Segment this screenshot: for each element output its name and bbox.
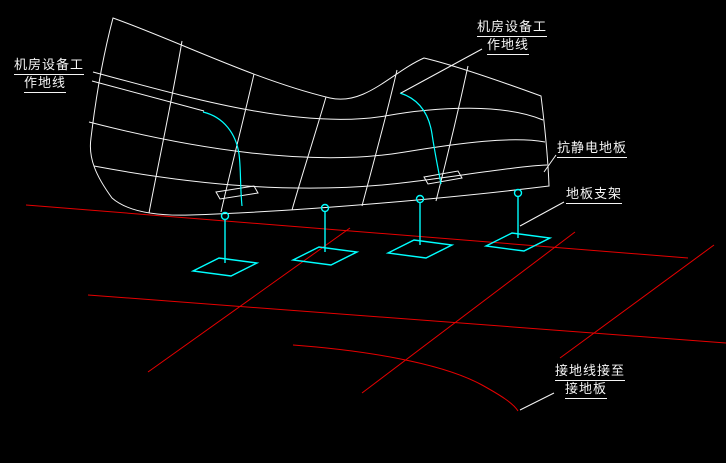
pedestal-3 xyxy=(385,194,455,259)
pedestal-base-plate xyxy=(190,257,260,277)
floor-grid-line xyxy=(148,40,183,214)
floor-grid-line xyxy=(92,71,544,121)
leader-top-ground-wire xyxy=(400,48,483,94)
ground-wire-1 xyxy=(202,111,243,207)
leader-ground-connection xyxy=(519,392,555,411)
pedestal-head xyxy=(415,194,425,204)
ground-grid-line-diagonal-1 xyxy=(147,227,351,373)
equipment-ground-wires xyxy=(202,92,442,207)
leader-left-ground-wire xyxy=(91,80,205,112)
leader-antistatic-floor xyxy=(543,154,557,173)
label-text-line: 作地线 xyxy=(487,38,530,55)
floor-cable-cutout-1 xyxy=(215,185,259,200)
floor-outline xyxy=(89,17,550,216)
ground-grid-line-horizontal-1 xyxy=(25,204,689,259)
pedestal-4 xyxy=(483,188,553,252)
floor-pedestals xyxy=(190,188,553,277)
grounding-wire-to-plate-arc xyxy=(292,344,519,412)
ground-grid xyxy=(25,204,726,412)
label-text-line: 接地板 xyxy=(565,382,608,399)
antistatic-floor-surface xyxy=(88,17,550,216)
floor-grid-line xyxy=(435,65,469,202)
label-text-line: 抗静电地板 xyxy=(557,141,628,158)
pedestal-head xyxy=(220,211,230,221)
pedestal-base-plate xyxy=(290,246,360,266)
pedestal-head xyxy=(513,188,523,198)
floor-grid-line xyxy=(220,73,255,213)
pedestal-base-plate xyxy=(483,232,553,252)
ground-grid-line-horizontal-2 xyxy=(87,294,726,344)
label-equipment-ground-wire-left: 机房设备工 作地线 xyxy=(14,57,85,93)
pedestal-1 xyxy=(190,211,260,277)
floor-grid-line xyxy=(93,164,548,189)
label-floor-support: 地板支架 xyxy=(566,186,623,204)
leader-floor-support xyxy=(519,201,565,227)
floor-grid-line xyxy=(88,121,546,159)
label-antistatic-floor: 抗静电地板 xyxy=(557,140,628,158)
pedestal-2 xyxy=(290,203,360,266)
floor-cable-cutout-2 xyxy=(423,170,463,185)
floor-grid-line xyxy=(291,96,327,211)
label-text-line: 机房设备工 xyxy=(477,20,548,37)
leader-lines xyxy=(91,48,565,411)
ground-wire-2 xyxy=(399,92,442,185)
label-text-line: 作地线 xyxy=(24,76,67,93)
pedestal-head xyxy=(320,203,330,213)
label-ground-connection: 接地线接至 接地板 xyxy=(555,363,626,399)
ground-grid-line-diagonal-2 xyxy=(361,231,576,394)
label-text-line: 地板支架 xyxy=(566,187,623,204)
pedestal-base-plate xyxy=(385,239,455,259)
floor-grid-line xyxy=(361,69,398,207)
ground-grid-line-diagonal-3 xyxy=(559,244,715,359)
label-text-line: 机房设备工 xyxy=(14,58,85,75)
label-equipment-ground-wire-top: 机房设备工 作地线 xyxy=(477,19,548,55)
label-text-line: 接地线接至 xyxy=(555,364,626,381)
